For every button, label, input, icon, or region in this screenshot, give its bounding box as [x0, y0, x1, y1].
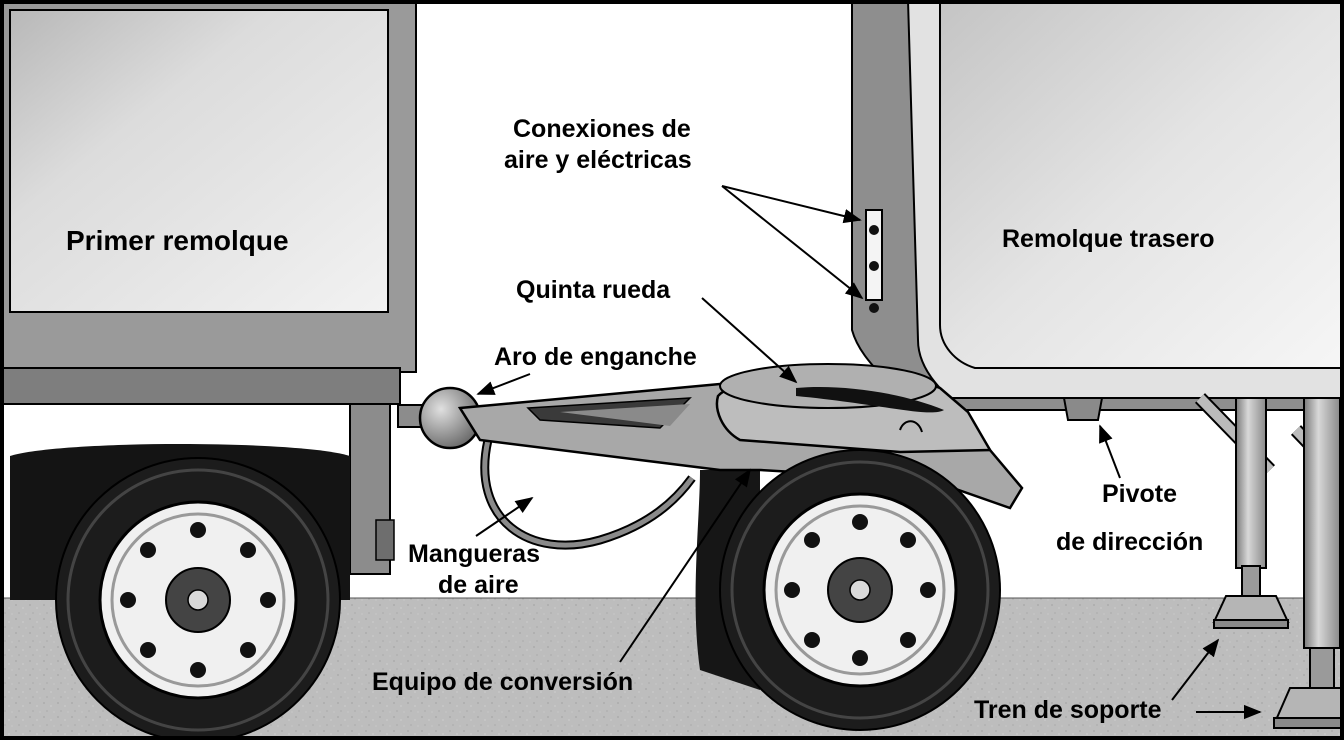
label-converter-dolly: Equipo de conversión — [372, 668, 633, 696]
label-pintle-hook: Aro de enganche — [494, 343, 697, 371]
label-first-trailer: Primer remolque — [66, 225, 289, 256]
dolly-wheel — [719, 449, 1001, 731]
label-air-electric-2: aire y eléctricas — [504, 146, 692, 174]
label-kingpin-1: Pivote — [1102, 480, 1177, 508]
leader-lines — [475, 185, 1262, 720]
label-rear-trailer: Remolque trasero — [1002, 225, 1215, 253]
landing-gear — [1194, 393, 1344, 729]
label-air-hoses-1: Mangueras — [408, 540, 540, 568]
label-fifth-wheel: Quinta rueda — [516, 276, 671, 304]
label-air-electric-1: Conexiones de — [513, 115, 691, 143]
label-air-hoses-2: de aire — [438, 571, 519, 599]
rear-trailer — [851, 0, 1344, 421]
front-wheel — [55, 457, 341, 743]
label-kingpin-2: de dirección — [1056, 528, 1203, 556]
label-landing-gear: Tren de soporte — [974, 696, 1162, 724]
